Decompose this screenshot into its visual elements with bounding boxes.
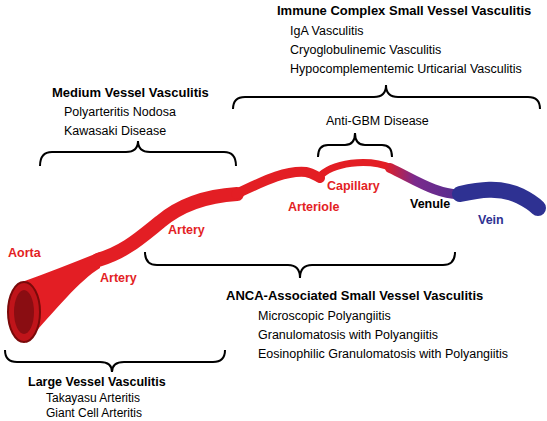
vessel-label: Venule: [410, 197, 450, 211]
disease-name: Polyarteritis Nodosa: [64, 105, 176, 119]
curly-brace: [318, 133, 392, 157]
disease-name: Takayasu Arteritis: [46, 391, 140, 405]
vein-vessel: [460, 190, 538, 208]
artery-vessel: [98, 194, 237, 260]
vessel-label: Arteriole: [288, 200, 339, 214]
curly-brace: [40, 141, 236, 166]
disease-name: Giant Cell Arteritis: [46, 406, 142, 420]
disease-name: Cryoglobulinemic Vasculitis: [290, 43, 441, 57]
capillary-vessel: [318, 163, 392, 178]
disease-name: Eosinophilic Granulomatosis with Polyang…: [258, 347, 508, 361]
category-heading: ANCA-Associated Small Vessel Vasculitis: [226, 289, 483, 303]
venule-vessel: [390, 168, 462, 194]
aorta-opening: [8, 282, 40, 342]
vessel-label: Artery: [168, 223, 205, 237]
vessel-label: Capillary: [327, 179, 380, 193]
category-heading: Medium Vessel Vasculitis: [52, 86, 209, 100]
vessel-label: Artery: [100, 271, 137, 285]
arteriole-vessel: [236, 172, 320, 194]
curly-brace: [233, 85, 540, 109]
vessel-label: Vein: [478, 213, 504, 227]
disease-name: Microscopic Polyangiitis: [258, 309, 391, 323]
disease-name: IgA Vasculitis: [290, 24, 363, 38]
curly-brace: [5, 350, 225, 372]
disease-name: Hypocomplementemic Urticarial Vasculitis: [290, 62, 522, 76]
category-heading: Large Vessel Vasculitis: [28, 375, 166, 389]
aorta-lumen: [14, 290, 34, 334]
disease-name: Kawasaki Disease: [64, 124, 166, 138]
vessel-label: Aorta: [8, 246, 41, 260]
disease-name: Anti-GBM Disease: [326, 114, 429, 128]
curly-brace: [145, 252, 455, 278]
category-heading: Immune Complex Small Vessel Vasculitis: [277, 4, 531, 18]
disease-name: Granulomatosis with Polyangiitis: [258, 328, 438, 342]
